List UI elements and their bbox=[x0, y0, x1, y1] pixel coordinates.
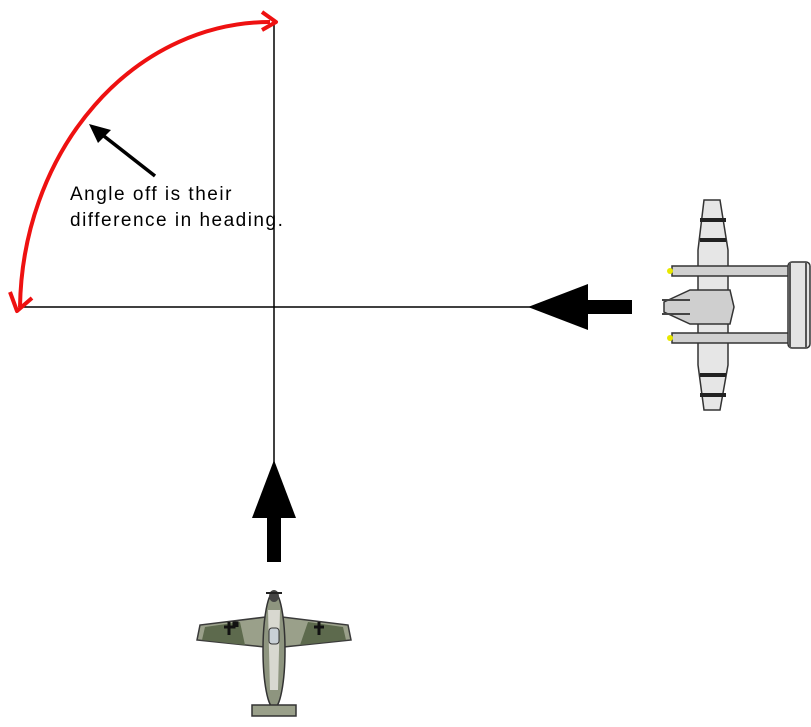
pointer-arrow-shaft bbox=[98, 131, 157, 178]
left-heading-arrow bbox=[528, 284, 632, 330]
fighter-plane-camouflage-icon bbox=[196, 590, 352, 717]
caption-line-2: difference in heading. bbox=[70, 210, 285, 231]
pointer-arrowhead bbox=[89, 124, 111, 143]
arc-left-arrowhead bbox=[8, 291, 34, 313]
twin-boom-fighter-plane-icon bbox=[662, 199, 811, 411]
arc-top-arrowhead bbox=[260, 10, 278, 32]
caption-line-1: Angle off is their bbox=[70, 184, 233, 205]
angle-off-arc bbox=[18, 20, 271, 308]
up-heading-arrow bbox=[252, 460, 296, 562]
angle-off-caption: Angle off is their difference in heading… bbox=[70, 182, 390, 234]
